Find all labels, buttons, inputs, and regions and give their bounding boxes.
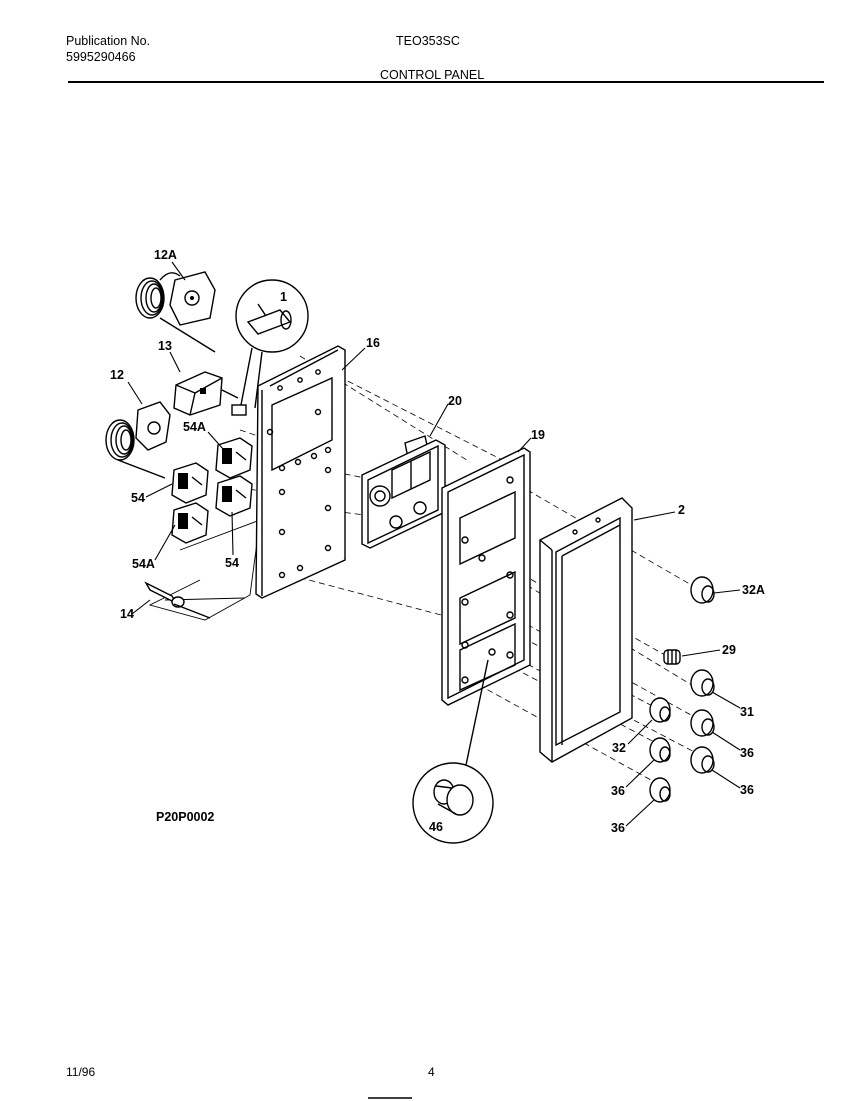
part-2-trim-frame [539, 497, 633, 763]
part-20-clock [361, 435, 446, 549]
label-32a: 32A [742, 583, 765, 597]
part-36-knob-2 [649, 737, 671, 763]
label-14: 14 [120, 607, 134, 621]
part-54-switch-left [171, 462, 209, 504]
drawing-code: P20P0002 [156, 810, 214, 824]
part-54a-switch-upper [215, 437, 253, 479]
page-number: 4 [428, 1065, 435, 1079]
part-14-lamp [144, 581, 211, 619]
label-36-c: 36 [740, 783, 754, 797]
part-54-switch-right [215, 475, 253, 517]
label-54a-lower: 54A [132, 557, 155, 571]
part-13-switch [173, 371, 239, 416]
part-46-detail [412, 659, 494, 844]
label-36-a: 36 [740, 746, 754, 760]
part-12a-thermostat [135, 271, 216, 353]
part-36-knob-4 [649, 777, 671, 803]
label-31: 31 [740, 705, 754, 719]
label-54a-upper: 54A [183, 420, 206, 434]
footer-date: 11/96 [66, 1065, 96, 1079]
publication-label: Publication No. [66, 34, 151, 48]
label-12a: 12A [154, 248, 177, 262]
part-1-detail [235, 279, 309, 411]
label-19: 19 [531, 428, 545, 442]
part-12-thermostat [105, 401, 171, 479]
label-36-b: 36 [611, 784, 625, 798]
label-54-left: 54 [131, 491, 145, 505]
label-12: 12 [110, 368, 124, 382]
leader-lines [127, 261, 741, 827]
part-54a-switch-lower [171, 502, 209, 544]
label-29: 29 [722, 643, 736, 657]
part-36-knob-1 [690, 709, 715, 737]
label-54-right: 54 [225, 556, 239, 570]
part-36-knob-3 [690, 746, 715, 774]
label-46: 46 [429, 820, 443, 834]
label-2: 2 [678, 503, 685, 517]
label-36-d: 36 [611, 821, 625, 835]
label-20: 20 [448, 394, 462, 408]
label-32: 32 [612, 741, 626, 755]
header-rule [68, 81, 824, 83]
label-13: 13 [158, 339, 172, 353]
part-29-spring [663, 649, 681, 665]
label-1: 1 [280, 290, 287, 304]
section-title: CONTROL PANEL [380, 68, 485, 82]
part-32a-knob [690, 576, 715, 604]
part-labels: 12A 1 13 16 12 20 19 54A 54 54A 54 2 32A… [110, 248, 765, 835]
part-19-panel [441, 447, 531, 706]
label-16: 16 [366, 336, 380, 350]
part-31-knob [690, 669, 715, 697]
model-number: TEO353SC [396, 34, 460, 48]
publication-number: 5995290466 [66, 50, 136, 64]
part-32-knob [649, 697, 671, 723]
part-16-panel-bracket [231, 345, 346, 599]
